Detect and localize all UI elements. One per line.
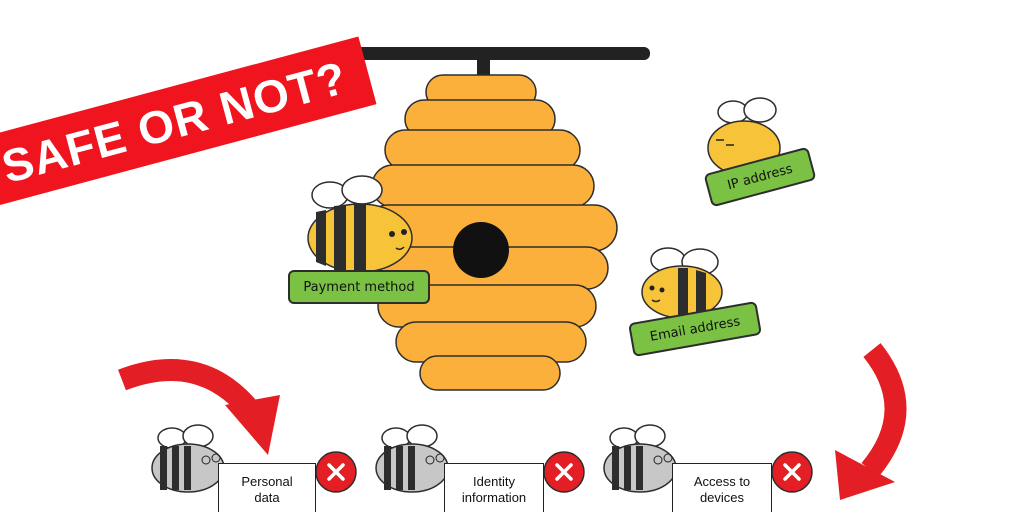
sick-bee-2 [375,424,449,493]
x-badge-1 [315,451,357,493]
tag-payment-method: Payment method [288,270,430,304]
hive-entrance [453,222,509,278]
x-badge-3 [771,451,813,493]
beehive [332,47,650,391]
risk-box-identity-information: Identity information [444,463,544,512]
arrow-right [835,343,907,500]
sick-bee-1 [151,424,225,493]
sick-bee-3 [603,424,677,493]
bee-email [641,247,723,319]
risk-box-personal-data: Personal data [218,463,316,512]
arrow-left [118,359,280,455]
risk-box-access-to-devices: Access to devices [672,463,772,512]
x-badge-2 [543,451,585,493]
